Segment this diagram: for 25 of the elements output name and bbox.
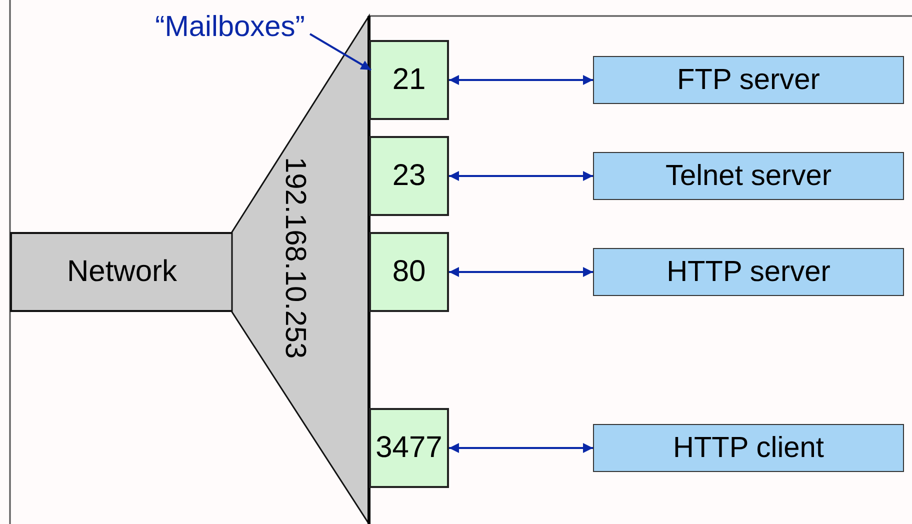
address-label: 192.168.10.253 — [278, 157, 311, 359]
double-arrow — [449, 267, 593, 277]
server-box — [593, 56, 904, 104]
box-label: 80 — [392, 255, 426, 289]
box-label: FTP server — [677, 64, 820, 96]
callout-text: “Mailboxes” — [155, 10, 305, 44]
double-arrow — [449, 171, 593, 181]
box-label: 23 — [392, 159, 426, 193]
box-label: Network — [66, 255, 178, 289]
network-box — [10, 232, 234, 312]
box-label: 3477 — [376, 431, 442, 465]
server-box — [593, 152, 904, 200]
port-box — [369, 136, 449, 216]
leader-arrow — [310, 33, 372, 71]
port-box — [369, 408, 449, 488]
box-label: 21 — [392, 63, 426, 97]
double-arrow — [449, 75, 593, 85]
double-arrow — [449, 443, 593, 453]
server-box — [593, 248, 904, 296]
server-box — [593, 424, 904, 472]
box-label: HTTP client — [673, 432, 824, 464]
box-label: HTTP server — [666, 256, 830, 288]
port-box — [369, 40, 449, 120]
port-box — [369, 232, 449, 312]
box-label: Telnet server — [665, 160, 832, 192]
